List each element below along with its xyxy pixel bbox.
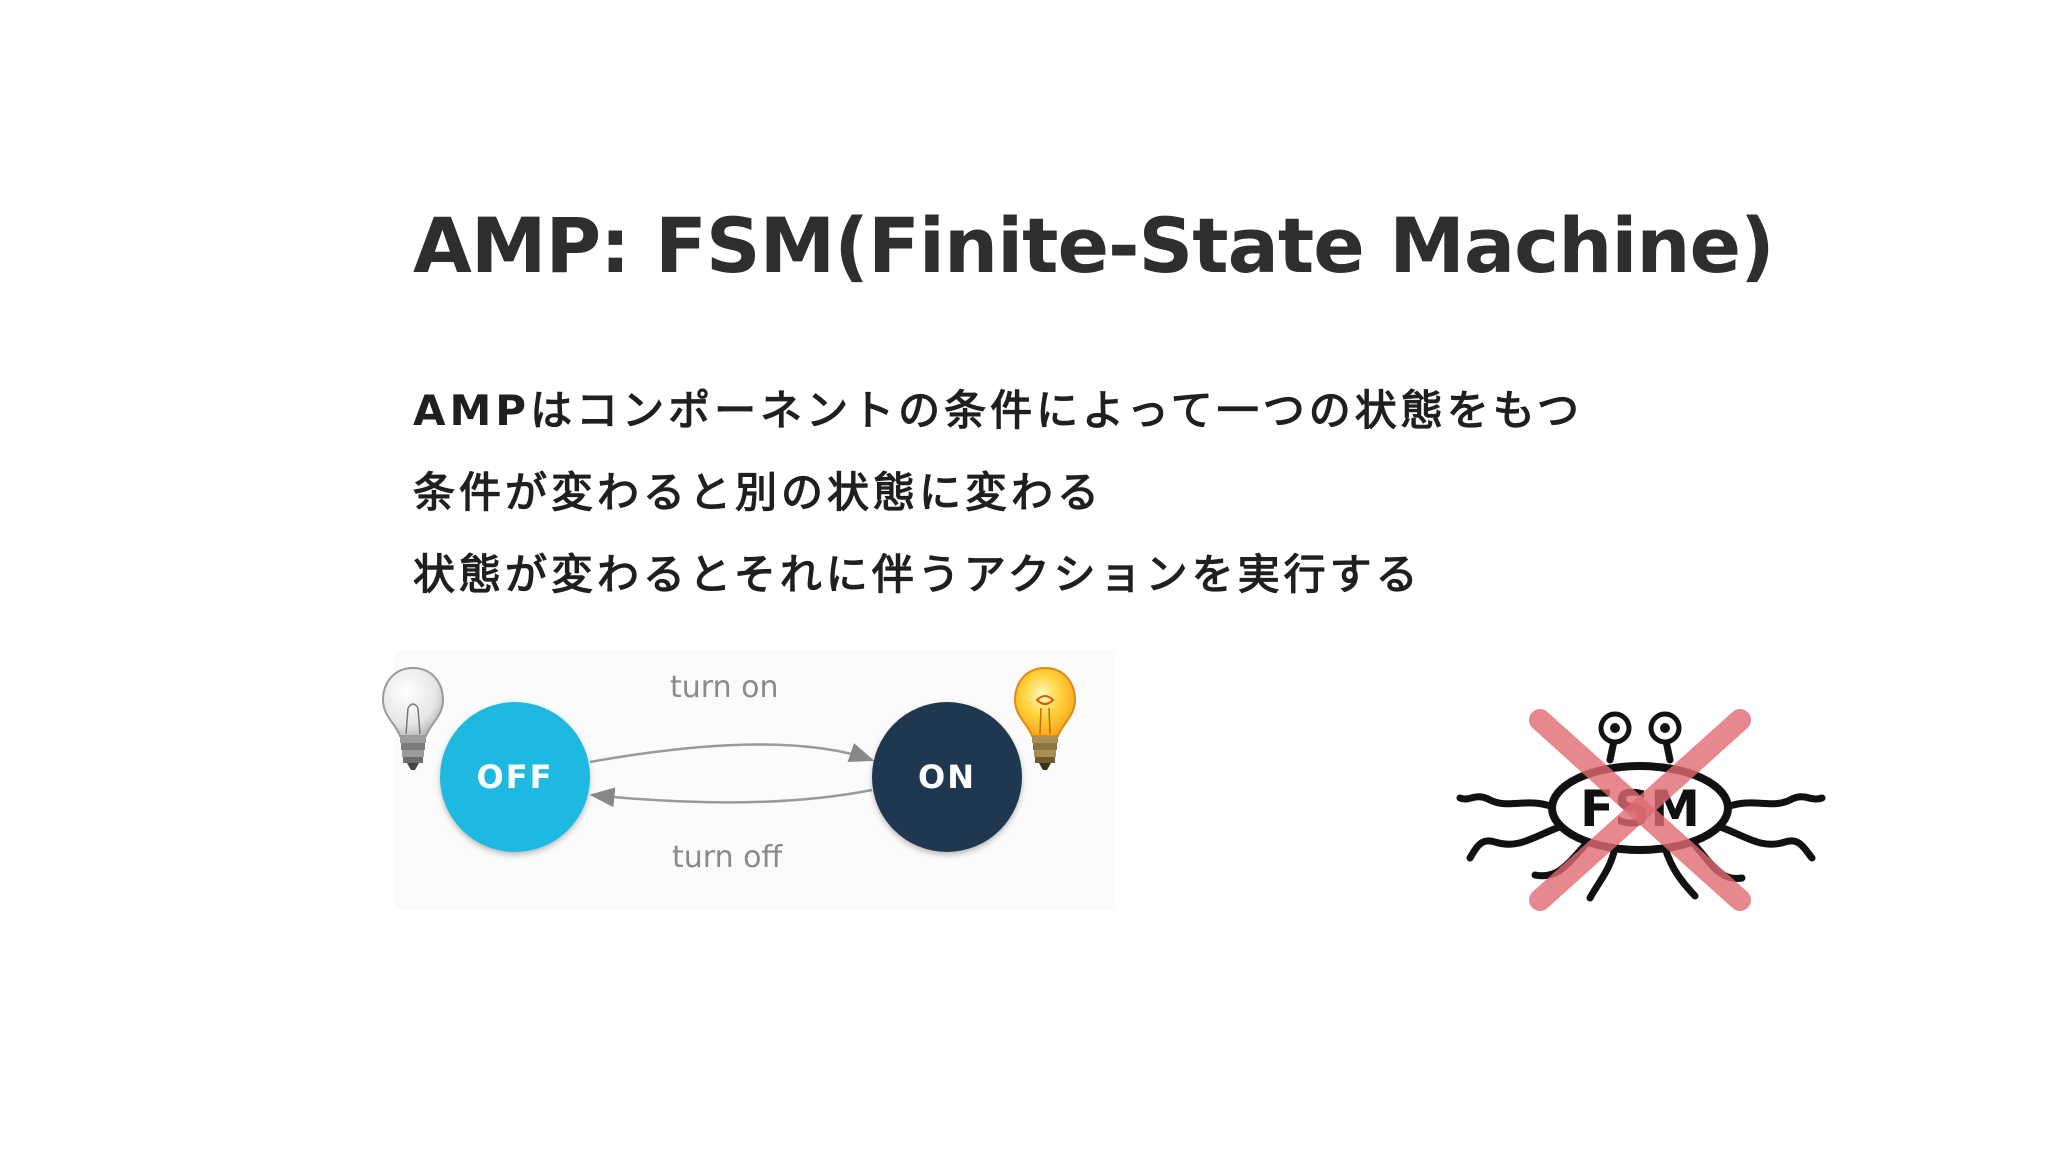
turn-off-label: turn off: [672, 840, 783, 875]
lit-light-bulb-icon: [1013, 666, 1077, 770]
turn-off-arrow: [589, 787, 873, 808]
bullet-list: AMPはコンポーネントの条件によって一つの状態をもつ 条件が変わると別の状態に変…: [413, 370, 1813, 616]
turn-on-label: turn on: [670, 670, 779, 705]
transition-arrows: [589, 743, 875, 808]
bullet-line-2: 条件が変わると別の状態に変わる: [413, 468, 1104, 517]
off-state-node: OFF: [440, 702, 590, 852]
state-diagram: turn on turn off OFF ON: [360, 650, 1120, 910]
off-state-label: OFF: [476, 758, 554, 796]
unlit-light-bulb-icon: [381, 666, 445, 770]
bullet-line-1: AMPはコンポーネントの条件によって一つの状態をもつ: [413, 386, 1584, 435]
on-state-node: ON: [872, 702, 1022, 852]
turn-on-arrow: [589, 743, 875, 764]
slide-title: AMP: FSM(Finite-State Machine): [413, 201, 1775, 290]
crossed-out-fsm-monster-logo: FSM: [1456, 709, 1826, 911]
bullet-line-3: 状態が変わるとそれに伴うアクションを実行する: [413, 550, 1422, 599]
on-state-label: ON: [918, 758, 976, 796]
